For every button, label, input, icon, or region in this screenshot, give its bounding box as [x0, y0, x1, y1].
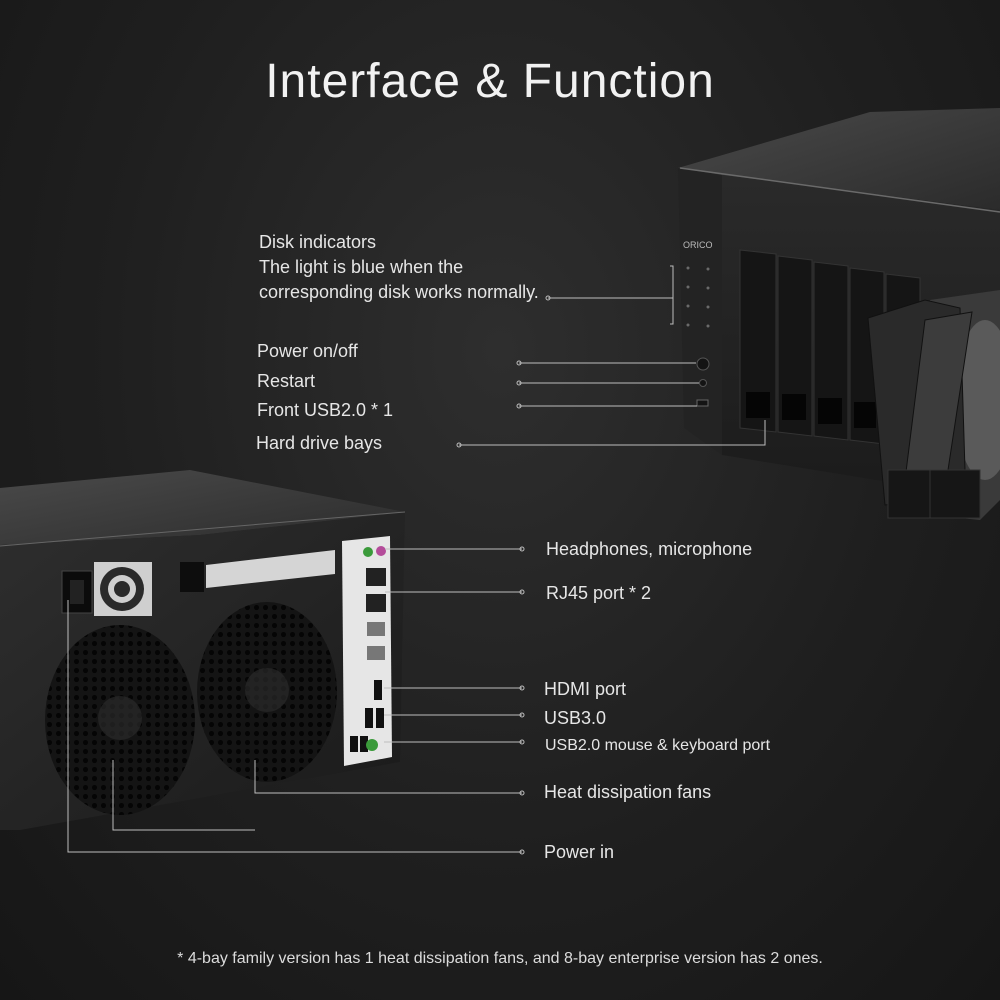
- label-disk-desc-2: corresponding disk works normally.: [259, 282, 539, 302]
- label-usb2: USB2.0 mouse & keyboard port: [545, 737, 771, 754]
- nas-front-device: ORICO: [678, 108, 1000, 520]
- expansion-slot-icon: [180, 562, 204, 592]
- restart-button-icon: [699, 379, 707, 387]
- heat-dissipation-fans: [45, 602, 337, 815]
- label-front-usb: Front USB2.0 * 1: [257, 400, 394, 420]
- front-usb-port-icon: [696, 399, 709, 407]
- label-restart: Restart: [257, 371, 316, 391]
- label-power: Power on/off: [257, 341, 358, 361]
- footnote: * 4-bay family version has 1 heat dissip…: [177, 950, 823, 967]
- io-shield: [342, 536, 392, 766]
- label-hard-drive-bays: Hard drive bays: [256, 433, 383, 453]
- power-button-icon: [696, 357, 710, 371]
- drive-tray-pulled-out: [867, 290, 1000, 520]
- label-usb3: USB3.0: [544, 708, 607, 728]
- callout-lines: [67, 265, 766, 853]
- page-title: Interface & Function: [265, 55, 715, 108]
- label-rj45: RJ45 port * 2: [546, 583, 652, 603]
- disk-indicator-leds: [686, 266, 710, 328]
- brand-logo-text: ORICO: [683, 240, 713, 250]
- callout-dots: [456, 295, 551, 855]
- label-audio: Headphones, microphone: [546, 539, 753, 559]
- label-hdmi: HDMI port: [544, 679, 627, 699]
- nas-rear-device: [0, 470, 406, 830]
- psu-fan-icon: [94, 562, 152, 616]
- label-fans: Heat dissipation fans: [544, 782, 712, 802]
- expansion-bracket: [206, 550, 335, 588]
- label-power-in: Power in: [544, 842, 615, 862]
- label-disk-desc-1: The light is blue when the: [259, 257, 464, 277]
- label-disk-indicators: Disk indicators: [259, 232, 377, 252]
